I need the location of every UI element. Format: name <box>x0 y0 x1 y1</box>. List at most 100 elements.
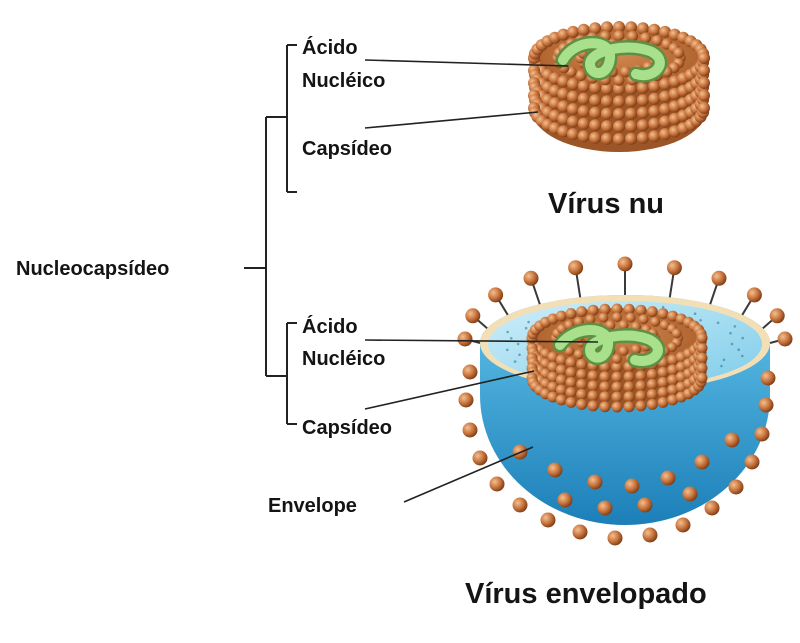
capsomere <box>555 310 567 322</box>
capsomere <box>698 102 710 114</box>
envelope-spikes <box>457 256 793 546</box>
envelope-speckle <box>513 360 517 363</box>
capsomere <box>625 107 638 120</box>
capsomere <box>587 380 599 392</box>
capsomere <box>659 115 671 128</box>
capsomere <box>599 401 611 413</box>
spike-knob <box>724 432 740 448</box>
capsomere <box>613 120 625 133</box>
capsomere <box>567 103 579 116</box>
spike-knob <box>675 517 691 533</box>
envelope-speckle <box>741 354 744 358</box>
capsomere <box>613 74 625 86</box>
capsomere <box>567 78 579 91</box>
envelope-speckle <box>716 321 720 325</box>
spike-knob <box>568 260 584 276</box>
capsomere <box>587 370 599 382</box>
spike-knob <box>597 500 613 516</box>
capsomere <box>576 398 588 410</box>
capsomere <box>555 354 567 366</box>
spike-knob <box>457 331 473 347</box>
capsomere <box>577 117 590 130</box>
enveloped-virus-title: Vírus envelopado <box>465 578 707 610</box>
capsomere <box>635 370 647 382</box>
envelope-speckle <box>741 336 744 340</box>
capsomere <box>585 314 596 325</box>
capsomere <box>576 358 588 370</box>
capsomere <box>623 401 635 413</box>
capsomere <box>557 87 570 100</box>
capsomere <box>587 400 599 412</box>
capsomere <box>648 80 661 93</box>
spike-knob <box>666 260 682 276</box>
capsomere <box>611 371 623 383</box>
capsomere <box>635 304 647 316</box>
capsomere <box>636 81 649 94</box>
spike-knob <box>624 478 640 494</box>
capsomere <box>667 310 679 322</box>
capsomere <box>698 64 710 77</box>
capsomere <box>673 47 685 59</box>
capsomere <box>611 401 623 413</box>
spike-knob <box>462 422 478 438</box>
spike-knob <box>617 256 633 272</box>
capsomere <box>557 125 570 138</box>
capsomere <box>557 28 570 41</box>
capsomere <box>577 92 590 105</box>
capsomere <box>587 304 599 316</box>
envelope-speckle <box>722 358 726 362</box>
capsomere <box>631 344 642 355</box>
spike-knob <box>777 331 793 347</box>
naked-capsid-label: Capsídeo <box>302 138 393 160</box>
spike-knob <box>754 426 770 442</box>
envelope-speckle <box>506 348 509 352</box>
capsomere <box>575 70 587 81</box>
capsomere <box>623 391 635 403</box>
capsomere <box>650 316 661 327</box>
envelope-speckle <box>527 320 530 324</box>
spike-knob <box>465 308 481 324</box>
capsomere <box>555 374 567 386</box>
spike-knob <box>462 364 478 380</box>
env-acid-label-line1: Ácido <box>302 316 358 338</box>
capsomere <box>635 380 647 392</box>
capsomere <box>659 128 671 141</box>
naked-acid-label-line1: Ácido <box>302 37 358 59</box>
capsomere <box>567 25 579 38</box>
capsomere <box>565 366 577 378</box>
capsomere <box>576 306 588 318</box>
capsomere <box>557 100 570 113</box>
envelope-speckle <box>518 353 521 357</box>
capsomere <box>623 381 635 393</box>
capsomere <box>620 66 632 78</box>
naked-capsid-pointer <box>364 111 539 129</box>
capsomere <box>613 21 625 33</box>
bracket-lines <box>244 44 297 425</box>
capsomere <box>659 90 671 103</box>
capsomere <box>646 306 658 318</box>
env-acid-label-line2: Nucléico <box>302 348 386 370</box>
capsomere <box>589 94 602 107</box>
capsomere <box>648 105 661 118</box>
capsomere <box>613 83 625 95</box>
capsomere <box>576 388 588 400</box>
capsomere <box>589 22 602 35</box>
capsomere <box>657 386 669 398</box>
capsomere <box>648 117 661 130</box>
naked-acid-label-line2: Nucléico <box>302 70 386 92</box>
capsomere <box>636 119 649 132</box>
spike-knob <box>728 479 744 495</box>
capsomere <box>577 130 590 143</box>
spike-knob <box>758 397 774 413</box>
capsomere <box>611 361 623 373</box>
capsomere <box>557 112 570 125</box>
capsomere <box>567 90 579 103</box>
capsomere <box>547 313 559 325</box>
capsomere <box>576 378 588 390</box>
spike-knob <box>769 308 785 324</box>
capsomere <box>599 371 611 383</box>
capsomere <box>636 131 649 144</box>
capsomere <box>696 352 708 364</box>
capsomere <box>576 368 588 380</box>
